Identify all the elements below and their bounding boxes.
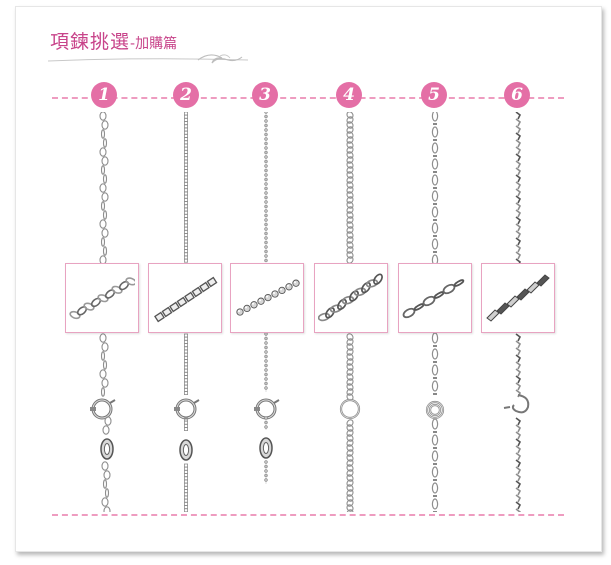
chain-strand (183, 112, 188, 263)
spring-ring-clasp (174, 398, 200, 420)
end-tag (179, 439, 193, 461)
chain-strand (183, 463, 188, 512)
chain-strand (183, 333, 188, 396)
badge-5: 5 (421, 82, 447, 108)
zoom-detail-rope (318, 273, 383, 322)
chain-strand (99, 333, 109, 397)
spring-ring-clasp (254, 398, 280, 420)
zoom-detail-singapore (69, 277, 135, 320)
zoom-inset-5[interactable] (398, 263, 472, 333)
badge-6: 6 (504, 82, 530, 108)
zoom-inset-1[interactable] (65, 263, 139, 333)
chain-strand (515, 112, 522, 267)
chain-strand (264, 332, 268, 392)
hook-clasp (503, 394, 530, 414)
zoom-detail-box (154, 276, 218, 323)
top-dashed-divider (52, 97, 564, 99)
end-tag (100, 438, 114, 460)
chain-strand (431, 112, 439, 266)
chain-4-rope (339, 112, 361, 512)
end-tag (259, 437, 273, 459)
chain-strand (346, 419, 354, 512)
chain-3-bead (254, 112, 280, 484)
badge-4: 4 (336, 82, 362, 108)
chain-1-singapore (90, 112, 116, 512)
chain-strand (264, 460, 268, 484)
chain-strand (431, 418, 439, 512)
chain-strand (346, 112, 354, 264)
page-title: 項鍊挑選-加購篇 (50, 27, 177, 54)
chain-strand (515, 417, 522, 512)
chain-strand (99, 112, 109, 265)
zoom-inset-4[interactable] (314, 263, 388, 333)
chain-6-twisted (503, 112, 530, 512)
title-main: 項鍊挑選 (50, 31, 131, 53)
chain-5-cable (425, 112, 445, 512)
zoom-detail-cable (402, 279, 465, 319)
chain-strand (515, 333, 522, 398)
zoom-inset-6[interactable] (481, 263, 555, 333)
chain-2-box (174, 112, 200, 512)
chain-strand (264, 112, 268, 263)
swirl-ornament-icon (48, 54, 249, 64)
chain-strand (102, 416, 112, 435)
badge-3: 3 (252, 82, 278, 108)
zoom-inset-2[interactable] (148, 263, 222, 333)
title-sub: -加購篇 (130, 36, 178, 52)
spring-ring-clasp (90, 398, 116, 420)
chain-strand (101, 461, 111, 512)
chain-strand (183, 417, 188, 432)
chain-strand (346, 333, 354, 401)
zoom-detail-twisted (486, 274, 550, 322)
badge-1: 1 (91, 82, 117, 108)
badge-2: 2 (173, 82, 199, 108)
chain-strand (264, 416, 268, 430)
zoom-inset-3[interactable] (230, 263, 304, 333)
zoom-detail-bead (236, 279, 300, 316)
chain-strand (431, 332, 439, 395)
bottom-dashed-divider (52, 514, 564, 516)
